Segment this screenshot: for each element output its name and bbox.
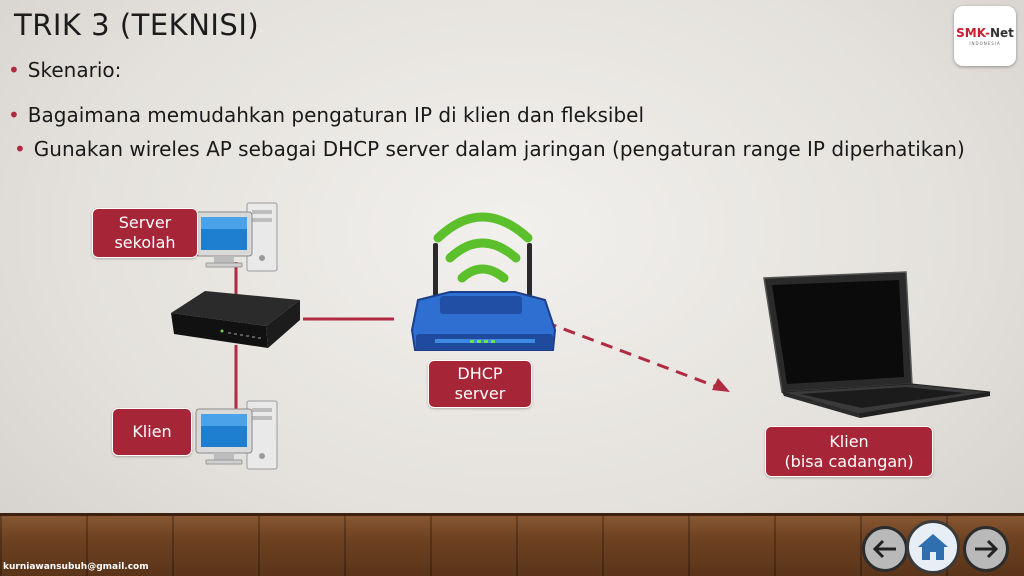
home-button[interactable] xyxy=(906,520,960,574)
bullet-solution: •Gunakan wireles AP sebagai DHCP server … xyxy=(14,137,965,161)
desktop-computer-icon xyxy=(195,202,278,272)
prev-button[interactable] xyxy=(862,526,908,572)
laptop-icon xyxy=(763,271,991,418)
arrow-right-icon xyxy=(975,539,999,559)
bullet-question: •Bagaimana memudahkan pengaturan IP di k… xyxy=(8,103,645,127)
wireless-router-icon xyxy=(410,212,557,351)
bullet-scenario: •Skenario: xyxy=(8,58,122,82)
next-button[interactable] xyxy=(963,526,1009,572)
desktop-computer-icon xyxy=(195,400,278,470)
wireless-link-arrow xyxy=(544,320,730,392)
footer-email: kurniawansubuh@gmail.com xyxy=(3,562,149,572)
label-server-sekolah: Server sekolah xyxy=(92,208,198,258)
label-klien: Klien xyxy=(112,408,192,456)
label-klien-cadangan: Klien (bisa cadangan) xyxy=(765,426,933,477)
label-dhcp-server: DHCP server xyxy=(428,360,532,408)
wooden-floor xyxy=(0,513,1024,576)
slide-title: TRIK 3 (TEKNISI) xyxy=(14,8,260,42)
smk-net-logo: SMK-Net INDONESIA xyxy=(954,6,1016,66)
network-switch-icon xyxy=(171,291,300,348)
home-icon xyxy=(918,534,948,560)
arrow-left-icon xyxy=(872,539,896,559)
